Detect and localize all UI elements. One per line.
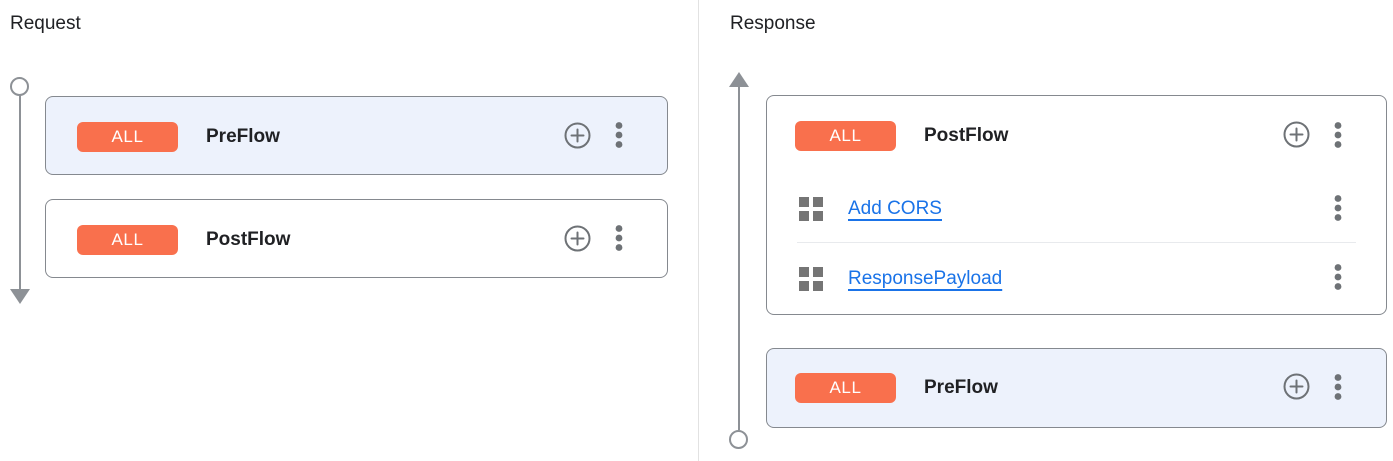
request-flow-start-circle [10,77,29,96]
more-options-button[interactable] [1334,194,1342,225]
request-panel-title: Request [10,13,81,34]
kebab-menu-icon [1334,194,1342,225]
panel-divider [698,0,699,461]
policy-row: ResponsePayload [767,243,1386,314]
policy-grid-icon [799,197,823,221]
policy-link-add-cors[interactable]: Add CORS [848,198,942,219]
kebab-menu-icon [1334,263,1342,294]
plus-circle-icon [1283,121,1310,151]
more-options-button[interactable] [615,121,623,152]
plus-circle-icon [1283,373,1310,403]
flow-name-label: PreFlow [924,377,998,398]
add-policy-button[interactable] [1283,121,1310,151]
more-options-button[interactable] [1334,373,1342,404]
add-policy-button[interactable] [564,122,591,152]
request-flow-rail-line [19,95,21,289]
request-flow-arrow-down-icon [10,289,30,304]
response-postflow-card[interactable]: ALL PostFlow [766,95,1387,315]
flow-name-label: PostFlow [206,228,291,250]
more-options-button[interactable] [1334,121,1342,152]
policy-grid-icon [799,266,823,291]
condition-badge: ALL [77,224,178,255]
response-panel-title: Response [730,13,816,34]
condition-badge: ALL [77,121,178,152]
add-policy-button[interactable] [1283,373,1310,403]
response-flow-arrow-up-icon [729,72,749,87]
policy-link-responsepayload[interactable]: ResponsePayload [848,267,1003,289]
kebab-menu-icon [1334,121,1342,152]
kebab-menu-icon [615,224,623,255]
policy-row-divider [797,242,1356,243]
response-flow-start-circle [729,430,748,449]
plus-circle-icon [564,225,591,255]
kebab-menu-icon [615,121,623,152]
plus-circle-icon [564,122,591,152]
policy-row: Add CORS [767,176,1386,242]
response-preflow-card[interactable]: ALL PreFlow [766,348,1387,428]
more-options-button[interactable] [615,224,623,255]
request-postflow-card[interactable]: ALL PostFlow [45,199,668,278]
kebab-menu-icon [1334,373,1342,404]
add-policy-button[interactable] [564,225,591,255]
response-flow-rail-line [738,86,740,430]
flow-name-label: PreFlow [206,125,280,147]
more-options-button[interactable] [1334,263,1342,294]
flow-name-label: PostFlow [924,125,1009,146]
condition-badge: ALL [795,373,896,403]
request-preflow-card[interactable]: ALL PreFlow [45,96,668,175]
condition-badge: ALL [795,121,896,151]
